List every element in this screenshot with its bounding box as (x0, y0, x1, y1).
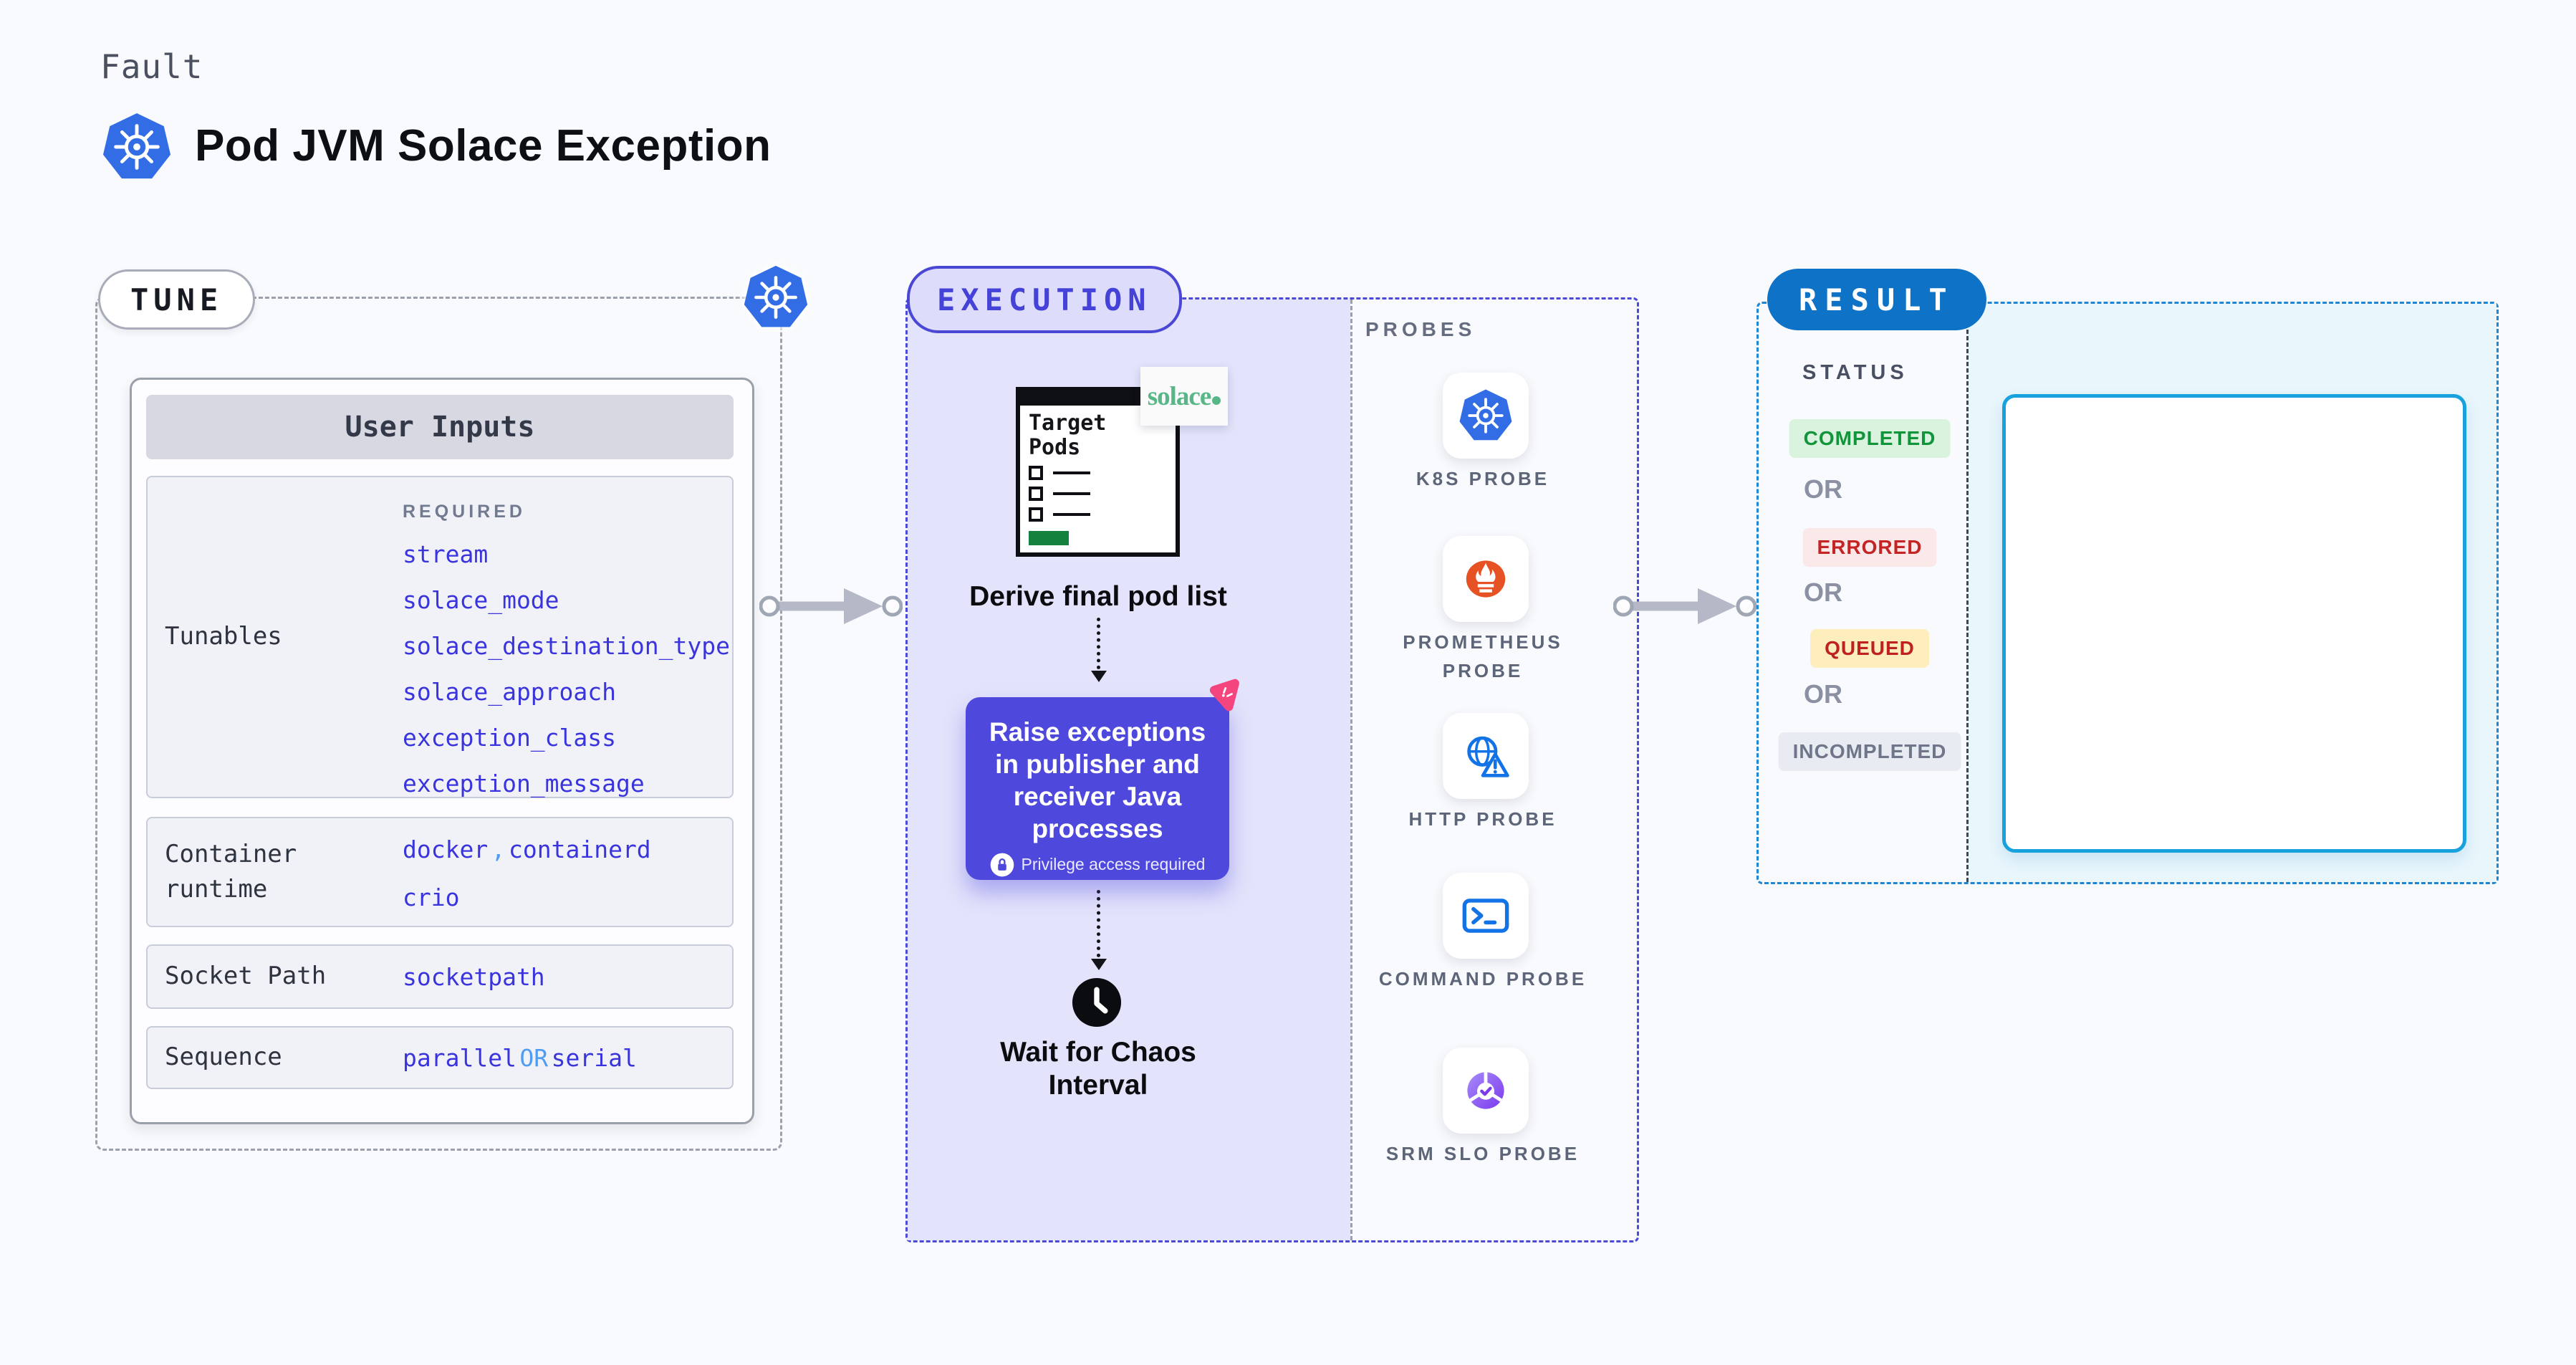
page-title: Pod JVM Solace Exception (195, 121, 772, 171)
runtime-separator: , (491, 835, 506, 863)
probe-label: PROMETHEUS PROBE (1403, 631, 1563, 682)
status-badge-incompleted: INCOMPLETED (1778, 732, 1961, 771)
arrow-down-icon (1091, 671, 1107, 682)
probes-divider (1350, 300, 1352, 1240)
runtime-value: crio (403, 883, 460, 911)
solace-dot-icon (1212, 396, 1221, 405)
srm-slo-icon (1457, 1062, 1514, 1119)
derive-pod-list-step: Derive final pod list (969, 581, 1227, 612)
solace-logo: solace (1148, 381, 1221, 412)
list-line (1053, 513, 1090, 517)
clipboard-top-bar (1020, 391, 1176, 406)
sequence-value: serial (551, 1043, 637, 1072)
probe-tile-srm-slo (1443, 1048, 1529, 1134)
tunable-value: exception_message (403, 770, 645, 798)
output-card (2002, 394, 2466, 853)
tunables-row: Tunables REQUIRED stream solace_mode sol… (146, 476, 734, 798)
lock-icon (990, 853, 1014, 877)
arrow-execution-to-result (1613, 585, 1756, 628)
status-badge-completed: COMPLETED (1789, 419, 1951, 458)
container-runtime-row: Container runtime docker , containerd cr… (146, 817, 734, 927)
sequence-label: Sequence (165, 1043, 282, 1072)
probe-label: COMMAND PROBE (1378, 968, 1587, 990)
runtime-value: docker (403, 835, 489, 863)
tunables-label: Tunables (165, 622, 282, 651)
status-badge-queued: QUEUED (1810, 629, 1929, 668)
kubernetes-icon (743, 264, 809, 330)
prometheus-icon (1457, 550, 1514, 608)
tunable-value: exception_class (403, 724, 617, 752)
checkbox-icon (1029, 507, 1043, 522)
or-label: OR (1804, 679, 1842, 709)
status-label: STATUS (1802, 361, 1908, 384)
kubernetes-icon (1458, 388, 1513, 443)
tune-pill: TUNE (98, 269, 256, 330)
chaos-action-box: Raise exceptions in publisher and receiv… (966, 697, 1229, 880)
probe-label: HTTP PROBE (1408, 808, 1557, 830)
privilege-note: Privilege access required (1021, 855, 1206, 873)
or-label: OR (1804, 474, 1842, 504)
dotted-connector (1097, 618, 1100, 669)
result-pill: RESULT (1767, 269, 1986, 330)
status-badge-errored: ERRORED (1802, 528, 1937, 567)
litmus-chaos-icon (1203, 674, 1246, 718)
required-label: REQUIRED (403, 502, 526, 522)
tunable-value: solace_mode (403, 586, 559, 614)
socket-path-value: socketpath (403, 962, 545, 991)
runtime-value: containerd (509, 835, 651, 863)
probe-label: K8S PROBE (1416, 468, 1550, 489)
wait-chaos-interval-step: Wait for Chaos Interval (1000, 1037, 1196, 1101)
probe-tile-k8s (1443, 373, 1529, 459)
tunable-value: solace_destination_type (403, 632, 730, 660)
arrow-down-icon (1091, 959, 1107, 970)
socket-path-label: Socket Path (165, 962, 327, 991)
checkbox-icon (1029, 487, 1043, 502)
list-line (1053, 471, 1090, 475)
green-bar (1029, 531, 1069, 546)
user-inputs-title: User Inputs (146, 395, 734, 459)
tune-section (95, 297, 782, 1151)
clipboard-title: Target Pods (1029, 411, 1107, 460)
tunable-value: stream (403, 540, 489, 568)
http-icon (1458, 728, 1514, 784)
sequence-or: OR (519, 1043, 549, 1072)
checkbox-icon (1029, 466, 1043, 481)
clock-icon (1070, 976, 1123, 1029)
status-divider (1966, 304, 1969, 882)
arrow-tune-to-execution (759, 585, 903, 628)
kubernetes-icon (102, 112, 172, 182)
or-label: OR (1804, 578, 1842, 607)
sequence-row: Sequence parallel OR serial (146, 1026, 734, 1089)
probe-label: SRM SLO PROBE (1385, 1143, 1580, 1164)
fault-eyebrow: Fault (100, 47, 203, 86)
probes-label: PROBES (1365, 318, 1476, 340)
socket-path-row: Socket Path socketpath (146, 944, 734, 1009)
command-icon (1458, 888, 1514, 944)
probe-tile-prometheus (1443, 536, 1529, 622)
container-runtime-label: Container runtime (165, 839, 297, 904)
dotted-connector (1097, 890, 1100, 957)
list-line (1053, 492, 1090, 496)
sequence-value: parallel (403, 1043, 516, 1072)
solace-logo-card: solace (1140, 367, 1228, 426)
chaos-action-text: Raise exceptions in publisher and receiv… (989, 717, 1206, 844)
probe-tile-command (1443, 873, 1529, 959)
execution-pill: EXECUTION (907, 266, 1182, 333)
tunable-value: solace_approach (403, 678, 617, 706)
probe-tile-http (1443, 713, 1529, 799)
